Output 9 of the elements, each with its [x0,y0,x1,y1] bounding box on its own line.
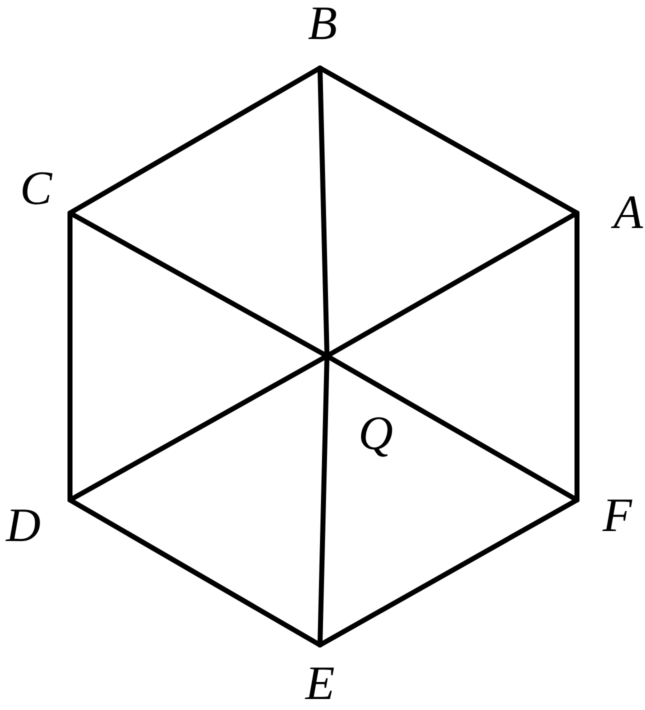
vertex-label: C [20,165,52,213]
line-segment [574,210,580,502]
vertex-label: F [602,492,632,540]
vertex-label: D [6,502,41,550]
vertex-label: A [614,189,643,237]
vertex-label: B [308,0,338,48]
line-segment [68,210,72,502]
vertex-label: E [305,660,335,708]
vertex-label: Q [358,410,393,458]
